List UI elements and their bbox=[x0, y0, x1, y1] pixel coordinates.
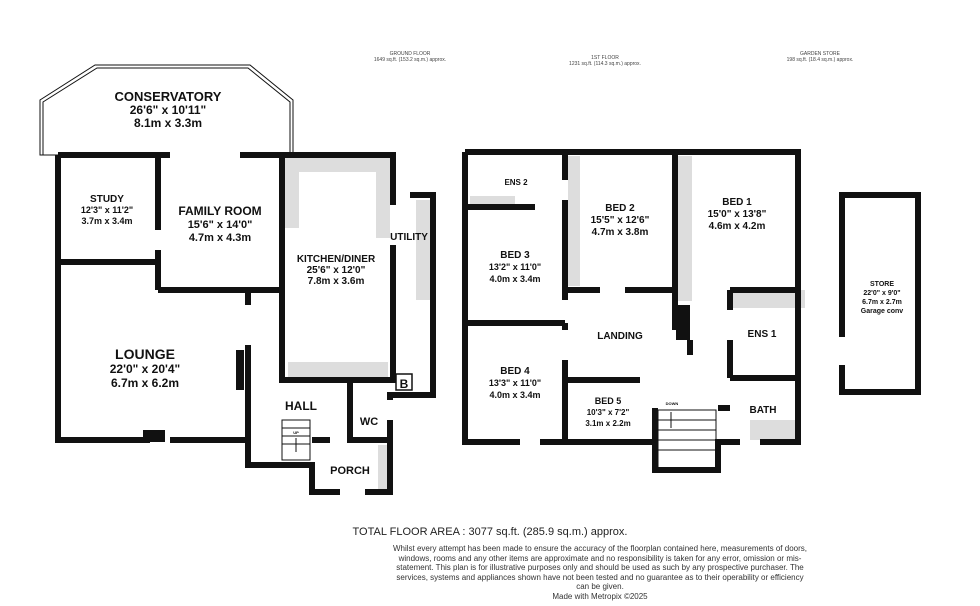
header-area: 1231 sq.ft. (114.3 sq.m.) approx. bbox=[569, 61, 641, 67]
room-landing: LANDING bbox=[597, 331, 643, 342]
room-name: FAMILY ROOM bbox=[178, 204, 261, 218]
room-size-metric: 6.7m x 6.2m bbox=[111, 376, 179, 390]
credit-text: Made with Metropix ©2025 bbox=[552, 591, 648, 601]
total-floor-area: TOTAL FLOOR AREA : 3077 sq.ft. (285.9 sq… bbox=[352, 526, 628, 538]
room-hall: HALL bbox=[285, 399, 317, 413]
room-lounge: LOUNGE 22'0" x 20'4" 6.7m x 6.2m bbox=[110, 346, 180, 390]
room-size-metric: 4.6m x 4.2m bbox=[709, 221, 766, 232]
room-bed-1: BED 1 15'0" x 13'8" 4.6m x 4.2m bbox=[708, 197, 767, 232]
room-bath: BATH bbox=[749, 405, 776, 416]
room-name: BED 3 bbox=[500, 250, 530, 261]
ground-floor-walls bbox=[39, 64, 436, 495]
room-size-imperial: 15'0" x 13'8" bbox=[708, 209, 767, 220]
room-size-metric: 3.1m x 2.2m bbox=[585, 419, 630, 428]
header-title: 1ST FLOOR bbox=[591, 55, 619, 61]
room-size-metric: 7.8m x 3.6m bbox=[308, 276, 365, 287]
room-size-metric: 3.7m x 3.4m bbox=[81, 216, 132, 226]
room-size-imperial: 22'0" x 9'0" bbox=[863, 290, 900, 297]
room-size-imperial: 26'6" x 10'11" bbox=[130, 103, 206, 117]
room-name: KITCHEN/DINER bbox=[297, 254, 376, 265]
room-name: STORE bbox=[870, 281, 894, 288]
room-kitchen-diner: KITCHEN/DINER 25'6" x 12'0" 7.8m x 3.6m bbox=[297, 254, 376, 287]
header-area: 198 sq.ft. (18.4 sq.m.) approx. bbox=[786, 57, 854, 63]
room-ens-1: ENS 1 bbox=[748, 329, 777, 340]
room-name: LOUNGE bbox=[115, 346, 175, 362]
room-size-metric: 8.1m x 3.3m bbox=[134, 116, 202, 130]
room-size-metric: 4.7m x 3.8m bbox=[592, 227, 649, 238]
room-porch: PORCH bbox=[330, 465, 370, 477]
room-size-imperial: 10'3" x 7'2" bbox=[587, 408, 630, 417]
room-study: STUDY 12'3" x 11'2" 3.7m x 3.4m bbox=[81, 194, 133, 226]
room-size-imperial: 13'3" x 11'0" bbox=[489, 378, 541, 388]
room-name: BED 5 bbox=[595, 396, 622, 406]
room-bed-5: BED 5 10'3" x 7'2" 3.1m x 2.2m bbox=[585, 396, 630, 428]
room-size-imperial: 25'6" x 12'0" bbox=[307, 265, 366, 276]
room-size-imperial: 15'5" x 12'6" bbox=[591, 215, 650, 226]
room-bed-2: BED 2 15'5" x 12'6" 4.7m x 3.8m bbox=[591, 203, 650, 238]
room-utility: UTILITY bbox=[390, 232, 428, 243]
room-size-imperial: 15'6" x 14'0" bbox=[188, 219, 253, 231]
room-size-imperial: 22'0" x 20'4" bbox=[110, 362, 180, 376]
fixtures bbox=[285, 156, 805, 490]
room-size-imperial: 13'2" x 11'0" bbox=[489, 262, 541, 272]
room-family-room: FAMILY ROOM 15'6" x 14'0" 4.7m x 4.3m bbox=[178, 204, 261, 244]
first-floor-header: 1ST FLOOR 1231 sq.ft. (114.3 sq.m.) appr… bbox=[525, 55, 685, 67]
stairs-up-label: UP bbox=[293, 430, 299, 435]
room-conservatory: CONSERVATORY 26'6" x 10'11" 8.1m x 3.3m bbox=[115, 89, 222, 130]
disclaimer-text: Whilst every attempt has been made to en… bbox=[392, 544, 807, 591]
first-floor-walls bbox=[462, 149, 801, 473]
room-size-metric: 6.7m x 2.7m bbox=[862, 299, 902, 306]
disclaimer: Whilst every attempt has been made to en… bbox=[390, 544, 810, 601]
room-ens-2: ENS 2 bbox=[504, 178, 528, 187]
room-note: Garage conv bbox=[861, 308, 904, 315]
header-title: GROUND FLOOR bbox=[389, 51, 431, 57]
header-title: GARDEN STORE bbox=[800, 51, 840, 57]
header-area: 1649 sq.ft. (153.2 sq.m.) approx. bbox=[373, 57, 447, 63]
room-size-metric: 4.0m x 3.4m bbox=[489, 390, 540, 400]
garden-store-header: GARDEN STORE 198 sq.ft. (18.4 sq.m.) app… bbox=[740, 51, 900, 63]
room-name: CONSERVATORY bbox=[115, 89, 222, 104]
room-bed-4: BED 4 13'3" x 11'0" 4.0m x 3.4m bbox=[489, 366, 541, 400]
room-bed-3: BED 3 13'2" x 11'0" 4.0m x 3.4m bbox=[489, 250, 541, 284]
room-name: STUDY bbox=[90, 194, 124, 205]
room-name: BED 4 bbox=[500, 366, 530, 377]
room-size-metric: 4.0m x 3.4m bbox=[489, 274, 540, 284]
boiler-label: B bbox=[400, 377, 409, 391]
stairs-down-label: DOWN bbox=[666, 401, 679, 406]
room-size-metric: 4.7m x 4.3m bbox=[189, 232, 252, 244]
room-size-imperial: 12'3" x 11'2" bbox=[81, 205, 133, 215]
room-store: STORE 22'0" x 9'0" 6.7m x 2.7m Garage co… bbox=[861, 281, 904, 315]
room-name: BED 2 bbox=[605, 203, 635, 214]
room-wc: WC bbox=[360, 416, 378, 428]
ground-floor-header: GROUND FLOOR 1649 sq.ft. (153.2 sq.m.) a… bbox=[330, 51, 490, 63]
garden-store-walls bbox=[839, 192, 921, 395]
room-name: BED 1 bbox=[722, 197, 752, 208]
